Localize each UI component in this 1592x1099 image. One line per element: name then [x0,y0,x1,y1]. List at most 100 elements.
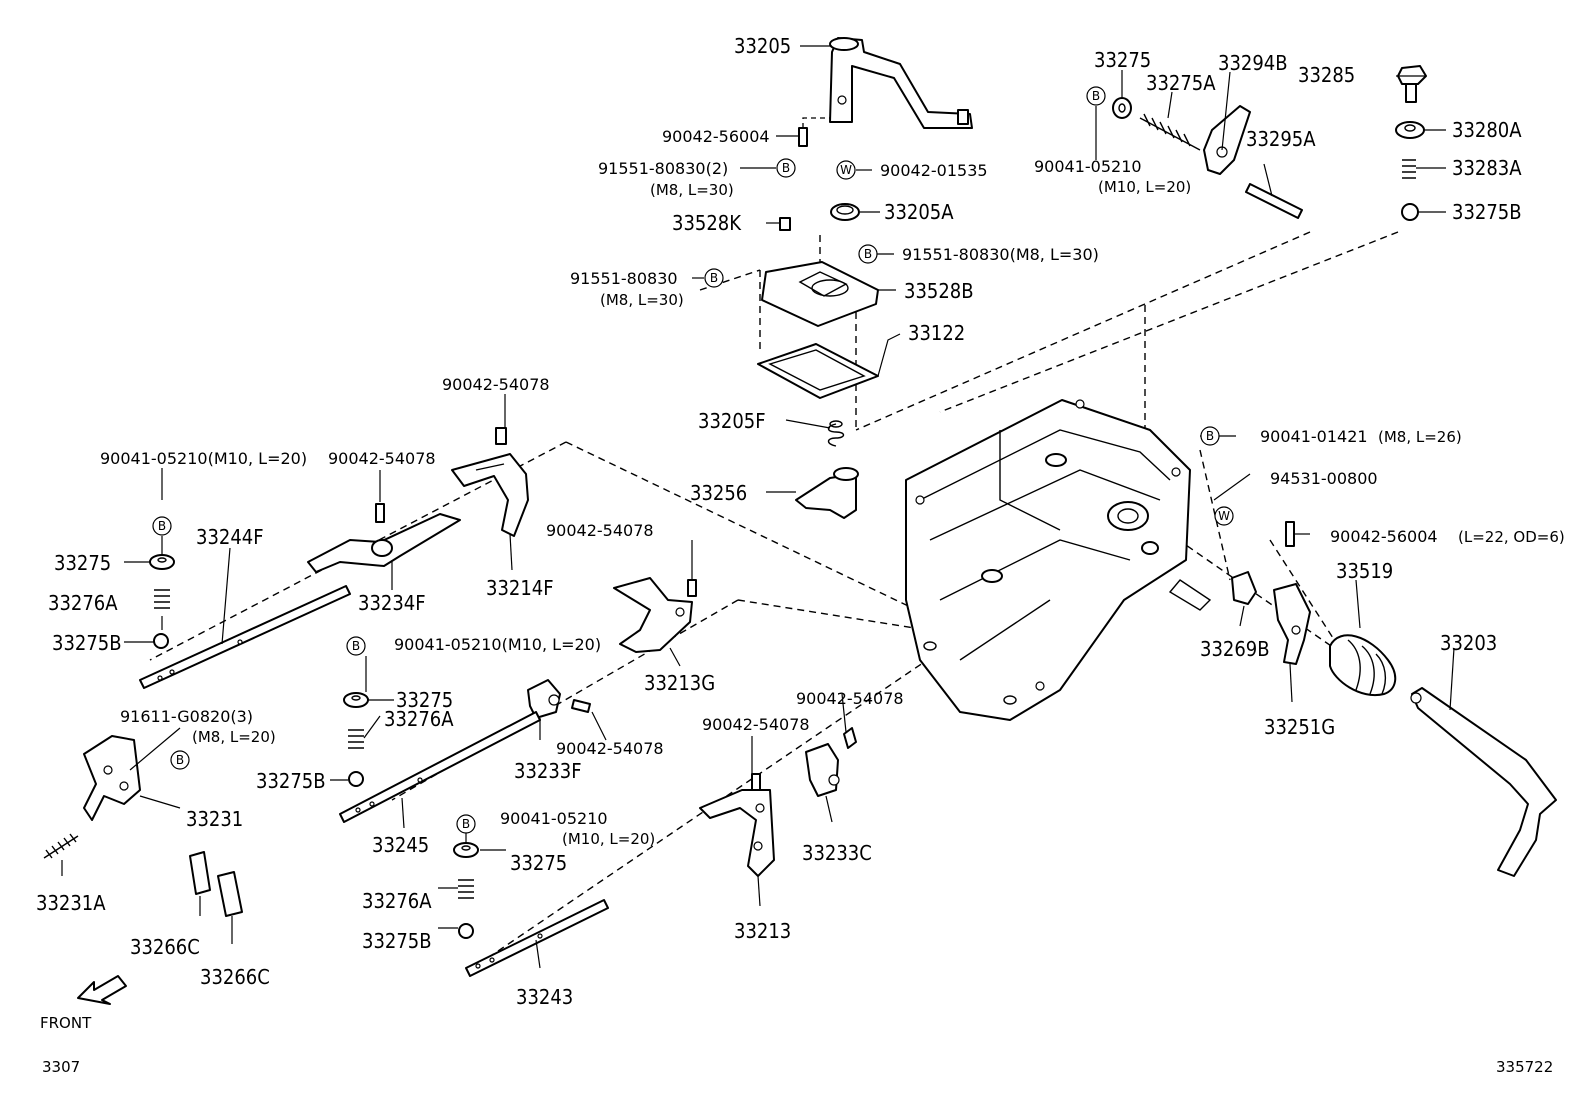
label-33294B: 33294B [1218,51,1288,75]
svg-text:B: B [462,817,470,831]
washer-33275-low [453,842,479,858]
label-33243: 33243 [516,985,573,1009]
label-33205F: 33205F [698,409,766,433]
svg-text:B: B [1092,89,1100,103]
pin-90042-54078-e [751,773,761,791]
drawing-number: 335722 [1496,1058,1553,1076]
plug-33528K [779,217,791,231]
label-33233F: 33233F [514,759,582,783]
lever-33251G [1273,583,1311,665]
lever-33294B [1203,105,1251,175]
label-33280A: 33280A [1452,118,1522,142]
label-33519: 33519 [1336,559,1393,583]
label-33275B-mid: 33275B [256,769,326,793]
label-90041-01421: 90041-01421 [1260,427,1368,446]
label-33231A: 33231A [36,891,106,915]
label-90042-54078-e: 90042-54078 [702,715,810,734]
label-33275-top: 33275 [1094,48,1151,72]
transmission-case [905,399,1212,721]
label-33122: 33122 [908,321,965,345]
label-33205A: 33205A [884,200,954,224]
shaft-33244F [139,585,351,689]
label-90041-05210-low: 90041-05210 [500,809,608,828]
marker-bolt-1: B [776,158,796,178]
pin-90042-54078-d [571,699,591,713]
svg-text:B: B [1206,429,1214,443]
marker-bolt-4: B [1086,86,1106,106]
bolt-washer-markers: B W B B B B B B B B W [152,86,1234,834]
marker-bolt-5: B [152,516,172,536]
pin-33295A [1245,183,1303,219]
svg-text:B: B [352,639,360,653]
pin-90042-54078-a [495,427,507,445]
label-33528K: 33528K [672,211,742,235]
part-labels: 33205 90042-56004 91551-80830(2) (M8, L=… [36,34,1565,1076]
pin-90042-54078-f [843,727,857,749]
washer-33275-mid [343,692,369,708]
label-90042-56004-a: 90042-56004 [662,127,770,146]
label-33231: 33231 [186,807,243,831]
label-90042-56004-b: 90042-56004 [1330,527,1438,546]
marker-bolt-7: B [170,750,190,770]
washer-33275-top [1112,97,1132,119]
ball-33275B-low [458,923,474,939]
svg-text:W: W [1218,509,1230,523]
label-91551-80830-b-note: (M8, L=30) [600,291,684,309]
fork-33213G [613,577,693,653]
label-33285: 33285 [1298,63,1355,87]
head-33233C [805,743,840,797]
marker-bolt-2: B [858,244,878,264]
label-90042-56004-b-note: (L=22, OD=6) [1458,528,1565,546]
spring-33276A-low [458,879,474,899]
cover-33528B [761,261,879,327]
ball-33275B-left [153,633,169,649]
label-33275-mid: 33275 [396,688,453,712]
label-front: FRONT [40,1014,92,1032]
marker-bolt-6: B [346,636,366,656]
spring-33205F [827,420,845,447]
head-33233F [527,679,561,719]
marker-bolt-3: B [704,268,724,288]
pin-90042-56004-right [1285,521,1295,547]
label-33275B-left: 33275B [52,631,122,655]
spring-33283A [1402,159,1416,179]
label-33213: 33213 [734,919,791,943]
label-33244F: 33244F [196,525,264,549]
boot-33519 [1329,634,1397,697]
ball-33275B-top [1401,203,1419,221]
label-90041-05210-top: 90041-05210 [1034,157,1142,176]
label-33233C: 33233C [802,841,872,865]
spring-33231A [43,833,79,859]
label-33256: 33256 [690,481,747,505]
svg-text:B: B [710,271,718,285]
label-33234F: 33234F [358,591,426,615]
spring-33276A-mid [348,729,364,749]
label-90041-05210-top-note: (M10, L=20) [1098,178,1191,196]
label-33275-low: 33275 [510,851,567,875]
label-90042-54078-a: 90042-54078 [442,375,550,394]
svg-text:B: B [782,161,790,175]
spring-33276A-left [154,589,170,609]
shaft-33243 [465,899,609,977]
label-90041-01421-note: (M8, L=26) [1378,428,1462,446]
label-33245: 33245 [372,833,429,857]
shift-lever-33203 [1410,687,1557,877]
pad-33266C-b [217,871,243,917]
svg-text:B: B [864,247,872,261]
svg-text:B: B [176,753,184,767]
ball-33275B-mid [348,771,364,787]
label-33205: 33205 [734,34,791,58]
label-91611-G0820: 91611-G0820(3) [120,707,253,726]
bolt-33285 [1397,65,1427,103]
label-33295A: 33295A [1246,127,1316,151]
label-33203: 33203 [1440,631,1497,655]
label-90042-54078-d: 90042-54078 [556,739,664,758]
label-33276A-mid: 33276A [384,707,454,731]
label-33283A: 33283A [1452,156,1522,180]
label-91551-80830-b: 91551-80830 [570,269,678,288]
label-33275-left: 33275 [54,551,111,575]
label-91551-80830-2: 91551-80830(2) [598,159,728,178]
label-33275A: 33275A [1146,71,1216,95]
label-91551-80830-m8: 91551-80830(M8, L=30) [902,245,1099,264]
label-90041-05210-mid: 90041-05210(M10, L=20) [394,635,601,654]
